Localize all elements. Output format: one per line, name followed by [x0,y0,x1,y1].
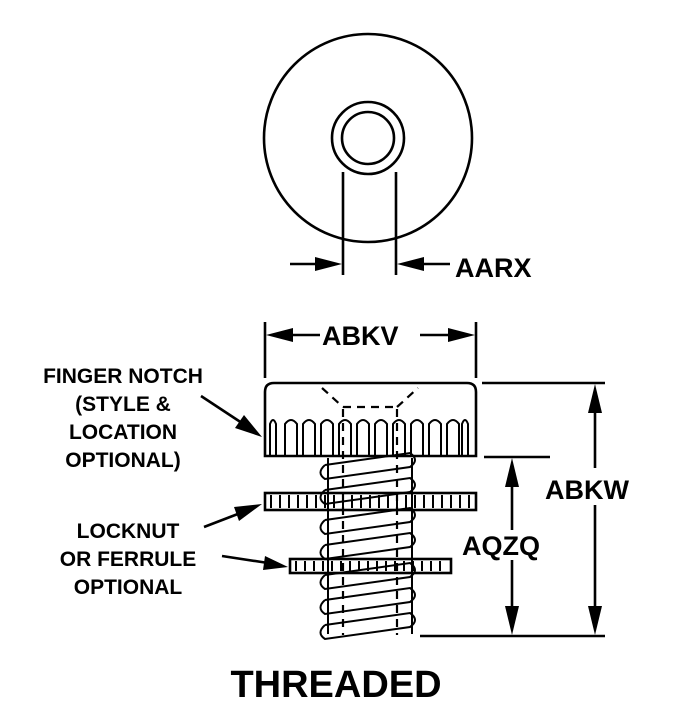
bore-outer-circle [330,100,406,176]
locknut-leader [203,510,244,529]
ferrule-leader [221,554,269,565]
ferrule-washer-lower [288,557,453,575]
finger-notch-note-line-4: OPTIONAL) [65,449,181,472]
aarx-arrowhead-right [397,257,424,271]
flute [461,419,469,456]
bore-inner-circle [340,110,396,166]
finger-notch-note: FINGER NOTCH (STYLE & LOCATION OPTIONAL) [43,365,262,472]
locknut-washer-upper [263,491,478,512]
thread-crest [319,531,416,561]
side-view: ABKV ABKW AQZQ FINGER NOTCH [43,321,629,641]
locknut-note: LOCKNUT OR FERRULE OPTIONAL [60,504,288,599]
flute [428,419,442,456]
drawing-title: THREADED [230,664,441,706]
abkw-arrowhead-top [588,384,602,413]
thread-crest [319,586,416,616]
thread-body [319,451,416,641]
dimension-label-abkw: ABKW [545,475,629,505]
flute [410,419,424,456]
flute [356,419,370,456]
locknut-arrowhead [234,504,262,521]
thread-crest [319,506,416,536]
dimension-label-abkv: ABKV [322,321,399,351]
dimension-label-aqzq: AQZQ [462,531,540,561]
flute [320,419,334,456]
ferrule-arrowhead [263,556,288,570]
flute [269,419,277,456]
finger-notch-arrowhead [235,415,262,437]
finger-notch-note-line-3: LOCATION [69,421,177,444]
knob-outline-circle [262,32,474,244]
thread-crest [319,611,416,641]
knob-head [263,381,478,458]
abkw-arrowhead-bottom [588,606,602,635]
abkv-arrowhead-right [448,328,475,342]
flute [338,419,352,456]
flute [284,419,298,456]
socket-hidden-left-slope [321,387,344,408]
washer-outline [288,557,453,575]
flute [374,419,388,456]
flute [392,419,406,456]
washer-outline [263,491,478,512]
finger-notch-flutes [269,419,469,456]
aarx-arrowhead-left [315,257,342,271]
locknut-note-line-1: LOCKNUT [77,520,180,543]
flute [302,419,316,456]
dimension-label-aarx: AARX [455,253,532,283]
locknut-note-line-3: OPTIONAL [74,576,183,599]
aqzq-arrowhead-top [505,458,519,487]
locknut-note-line-2: OR FERRULE [60,548,197,571]
thread-crest [319,451,416,481]
flute [446,419,460,456]
socket-hidden-right-slope [396,387,419,408]
finger-notch-note-line-1: FINGER NOTCH [43,365,203,388]
aqzq-arrowhead-bottom [505,606,519,635]
end-view: AARX [262,32,532,283]
finger-notch-note-line-2: (STYLE & [75,393,171,416]
abkv-arrowhead-left [266,328,293,342]
